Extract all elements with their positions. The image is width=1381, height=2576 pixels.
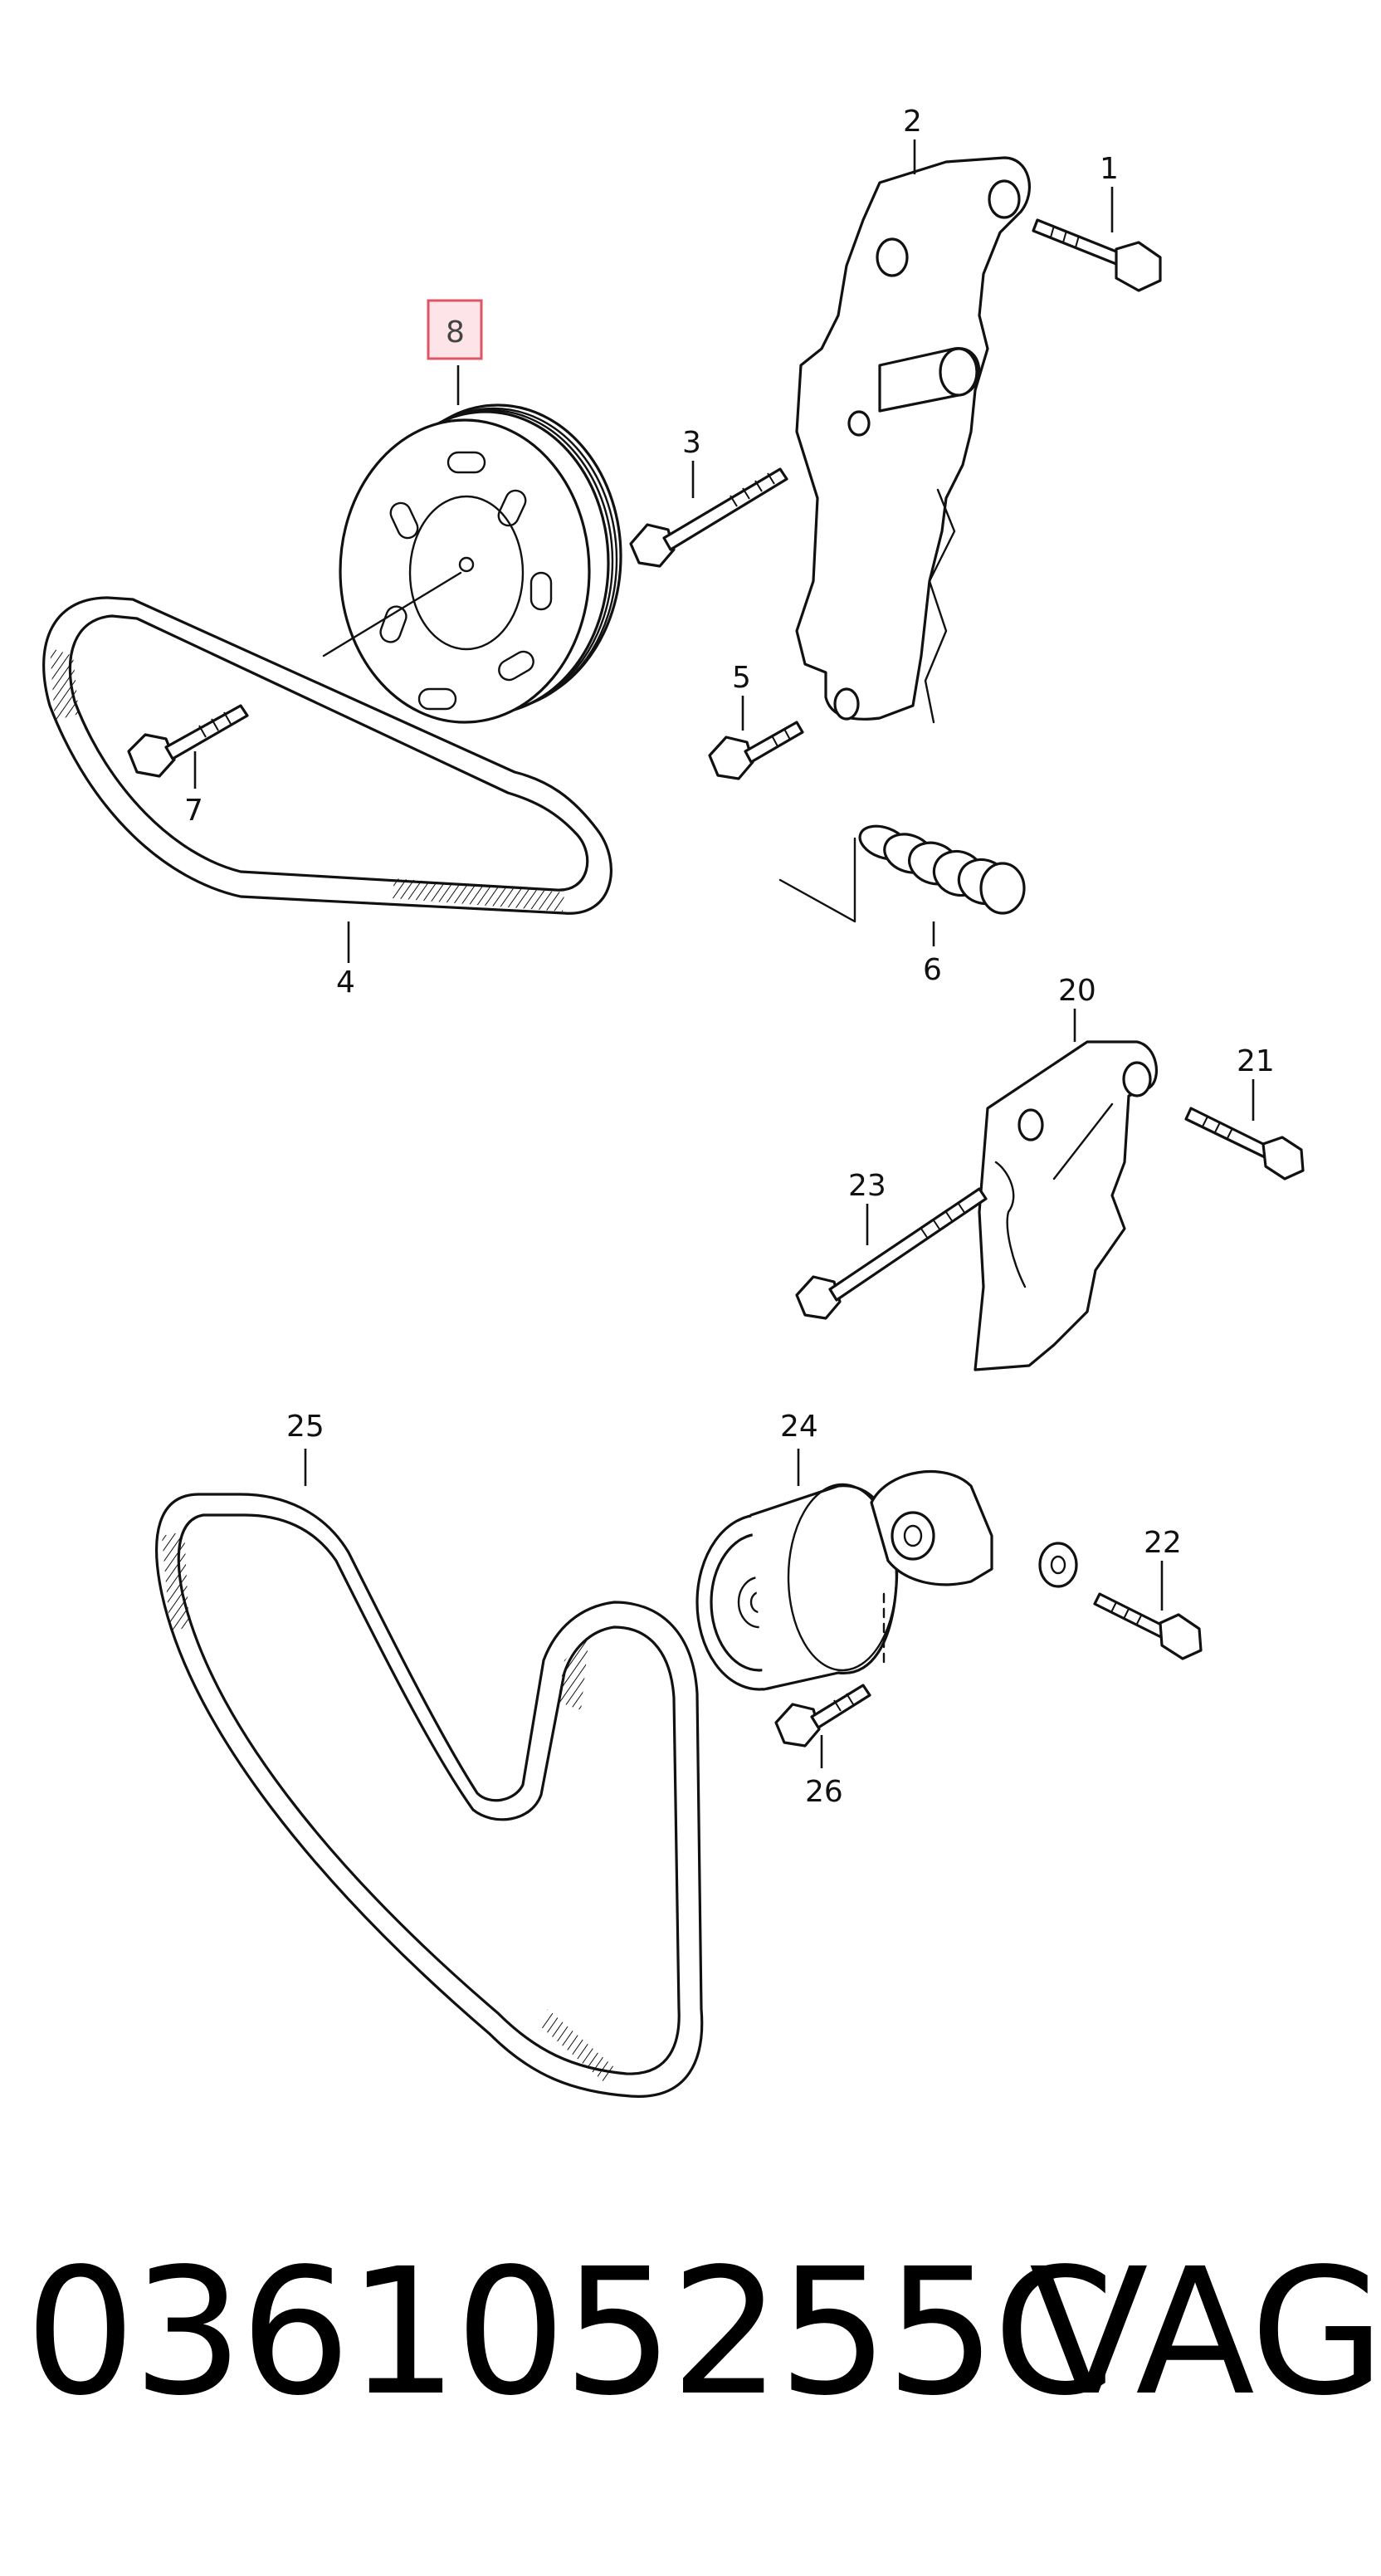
callout-5: 5 — [732, 661, 751, 695]
part-8-belt-pulley — [322, 365, 622, 724]
part-3-bolt — [629, 461, 788, 568]
part-7-bolt — [127, 704, 249, 789]
callout-8: 8 — [446, 315, 465, 349]
part-number: 036105255C — [25, 2231, 1115, 2434]
part-6-spring — [778, 824, 1026, 946]
callout-22: 22 — [1144, 1526, 1182, 1560]
callout-23: 23 — [848, 1169, 886, 1203]
part-1-bolt — [1032, 187, 1162, 292]
part-4-ribbed-belt — [42, 596, 612, 963]
footer: 036105255C VAG — [0, 2225, 1381, 2441]
callout-26: 26 — [805, 1775, 843, 1809]
callout-3: 3 — [682, 426, 701, 460]
callout-20: 20 — [1058, 974, 1096, 1008]
callout-25: 25 — [286, 1410, 325, 1444]
part-2-bracket — [795, 139, 1031, 724]
part-25-ribbed-belt — [155, 1449, 704, 2098]
parts-diagram: 1 2 3 4 5 6 7 8 20 21 22 23 24 25 26 — [42, 105, 1305, 2098]
callout-8-highlight[interactable]: 8 — [427, 299, 483, 360]
callout-21: 21 — [1237, 1044, 1275, 1078]
brand-label: VAG — [1029, 2231, 1381, 2434]
highlight-box — [427, 299, 483, 360]
callout-7: 7 — [184, 794, 203, 828]
callout-24: 24 — [780, 1410, 818, 1444]
callout-2: 2 — [903, 105, 922, 139]
callout-6: 6 — [923, 953, 942, 987]
part-22-washer-bolt — [1038, 1542, 1203, 1660]
part-21-bolt — [1184, 1079, 1305, 1180]
callout-1: 1 — [1100, 152, 1119, 186]
part-23-bolt — [795, 1187, 988, 1320]
part-26-bolt — [774, 1684, 871, 1768]
part-24-tensioner — [695, 1449, 993, 1691]
callout-4: 4 — [336, 965, 355, 1000]
part-5-bolt — [708, 696, 804, 780]
part-20-bracket — [974, 1009, 1158, 1371]
